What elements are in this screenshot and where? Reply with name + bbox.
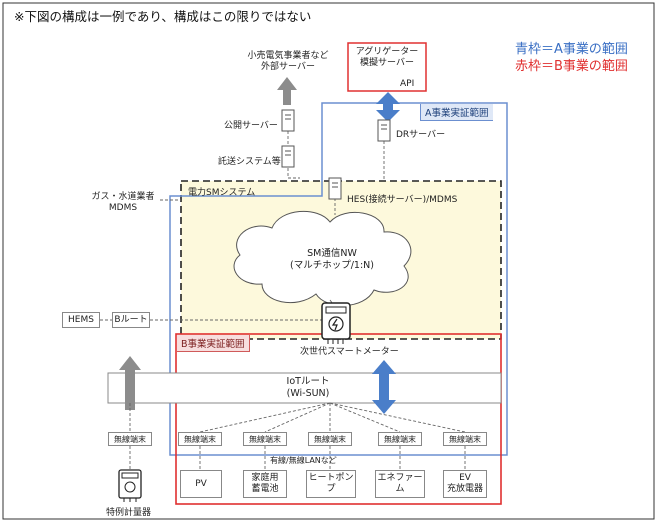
wireless-terminal: 無線端末 — [308, 432, 352, 446]
a-scope-tag: A事業実証範囲 — [420, 104, 493, 121]
server-icon-dr — [377, 119, 391, 142]
aggregator-frame — [347, 42, 427, 92]
gas-line2: MDMS — [108, 203, 138, 213]
device-ene-farm-label: エネファーム — [377, 473, 423, 494]
wired-wireless-note: 有線/無線LANなど — [270, 456, 337, 465]
hes-label: HES(接続サーバー)/MDMS — [347, 195, 458, 205]
external-line2: 外部サーバー — [261, 62, 315, 72]
device-pv: PV — [180, 470, 222, 498]
gray-arrow-external — [277, 77, 297, 105]
device-battery-line1: 家庭用 — [251, 473, 279, 483]
cloud-shape — [233, 210, 412, 307]
cloud-line1: SM通信NW — [307, 248, 357, 259]
gray-arrow-iot — [119, 356, 141, 410]
iot-line1: IoTルート — [286, 376, 330, 387]
iot-line2: (Wi-SUN) — [286, 388, 330, 399]
transmission-system-label: 託送システム等 — [218, 157, 281, 167]
device-battery: 家庭用蓄電池 — [243, 470, 287, 498]
external-line1: 小売電気事業者など — [247, 51, 329, 61]
aggregator-line2: 模擬サーバー — [360, 58, 414, 68]
diagram-note: ※下図の構成は一例であり、構成はこの限りではない — [14, 9, 312, 24]
public-server-label: 公開サーバー — [224, 121, 278, 131]
iot-band — [107, 372, 502, 404]
b-scope-tag: B事業実証範囲 — [177, 335, 250, 352]
device-heat-pump: ヒートポンプ — [306, 470, 356, 498]
blue-arrow-api — [376, 92, 400, 122]
wireless-terminal: 無線端末 — [108, 432, 152, 446]
device-pv-label: PV — [195, 478, 207, 489]
server-icon-transmission — [281, 145, 295, 168]
b-route-box: Bルート — [112, 312, 150, 328]
smart-meter-label: 次世代スマートメーター — [300, 347, 399, 357]
legend-a: 青枠＝A事業の範囲 — [515, 42, 628, 57]
a-scope-frame — [169, 102, 508, 456]
gas-line1: ガス・水道業者 — [91, 192, 155, 202]
cloud-label: SM通信NW (マルチホップ/1:N) — [262, 248, 402, 272]
special-meter-icon — [118, 469, 142, 502]
wireless-terminal: 無線端末 — [443, 432, 487, 446]
device-ene-farm: エネファーム — [375, 470, 425, 498]
wireless-terminal: 無線端末 — [178, 432, 222, 446]
device-heat-pump-label: ヒートポンプ — [308, 473, 354, 494]
blue-arrow-iot — [372, 360, 396, 414]
aggregator-label: アグリゲーター 模擬サーバー — [348, 47, 426, 69]
legend-b: 赤枠＝B事業の範囲 — [515, 59, 628, 74]
device-ev-line1: EV — [459, 473, 471, 483]
wireless-terminal: 無線端末 — [378, 432, 422, 446]
iot-route-label: IoTルート (Wi-SUN) — [258, 376, 358, 400]
server-icon-hes — [328, 177, 342, 200]
wireless-terminal: 無線端末 — [243, 432, 287, 446]
cloud-line2: (マルチホップ/1:N) — [290, 260, 374, 271]
sm-system-label: 電力SMシステム — [188, 188, 256, 198]
external-server-label: 小売電気事業者など 外部サーバー — [232, 51, 344, 73]
special-meter-label: 特例計量器 — [106, 508, 152, 518]
smart-meter-icon — [321, 302, 351, 344]
device-battery-line2: 蓄電池 — [251, 484, 279, 494]
device-ev-line2: 充放電器 — [446, 484, 483, 494]
api-label: API — [400, 79, 415, 89]
gas-water-label: ガス・水道業者 MDMS — [78, 192, 168, 214]
dr-server-label: DRサーバー — [396, 130, 446, 140]
server-icon-public — [281, 109, 295, 132]
hems-box: HEMS — [62, 312, 100, 328]
aggregator-line1: アグリゲーター — [355, 47, 419, 57]
